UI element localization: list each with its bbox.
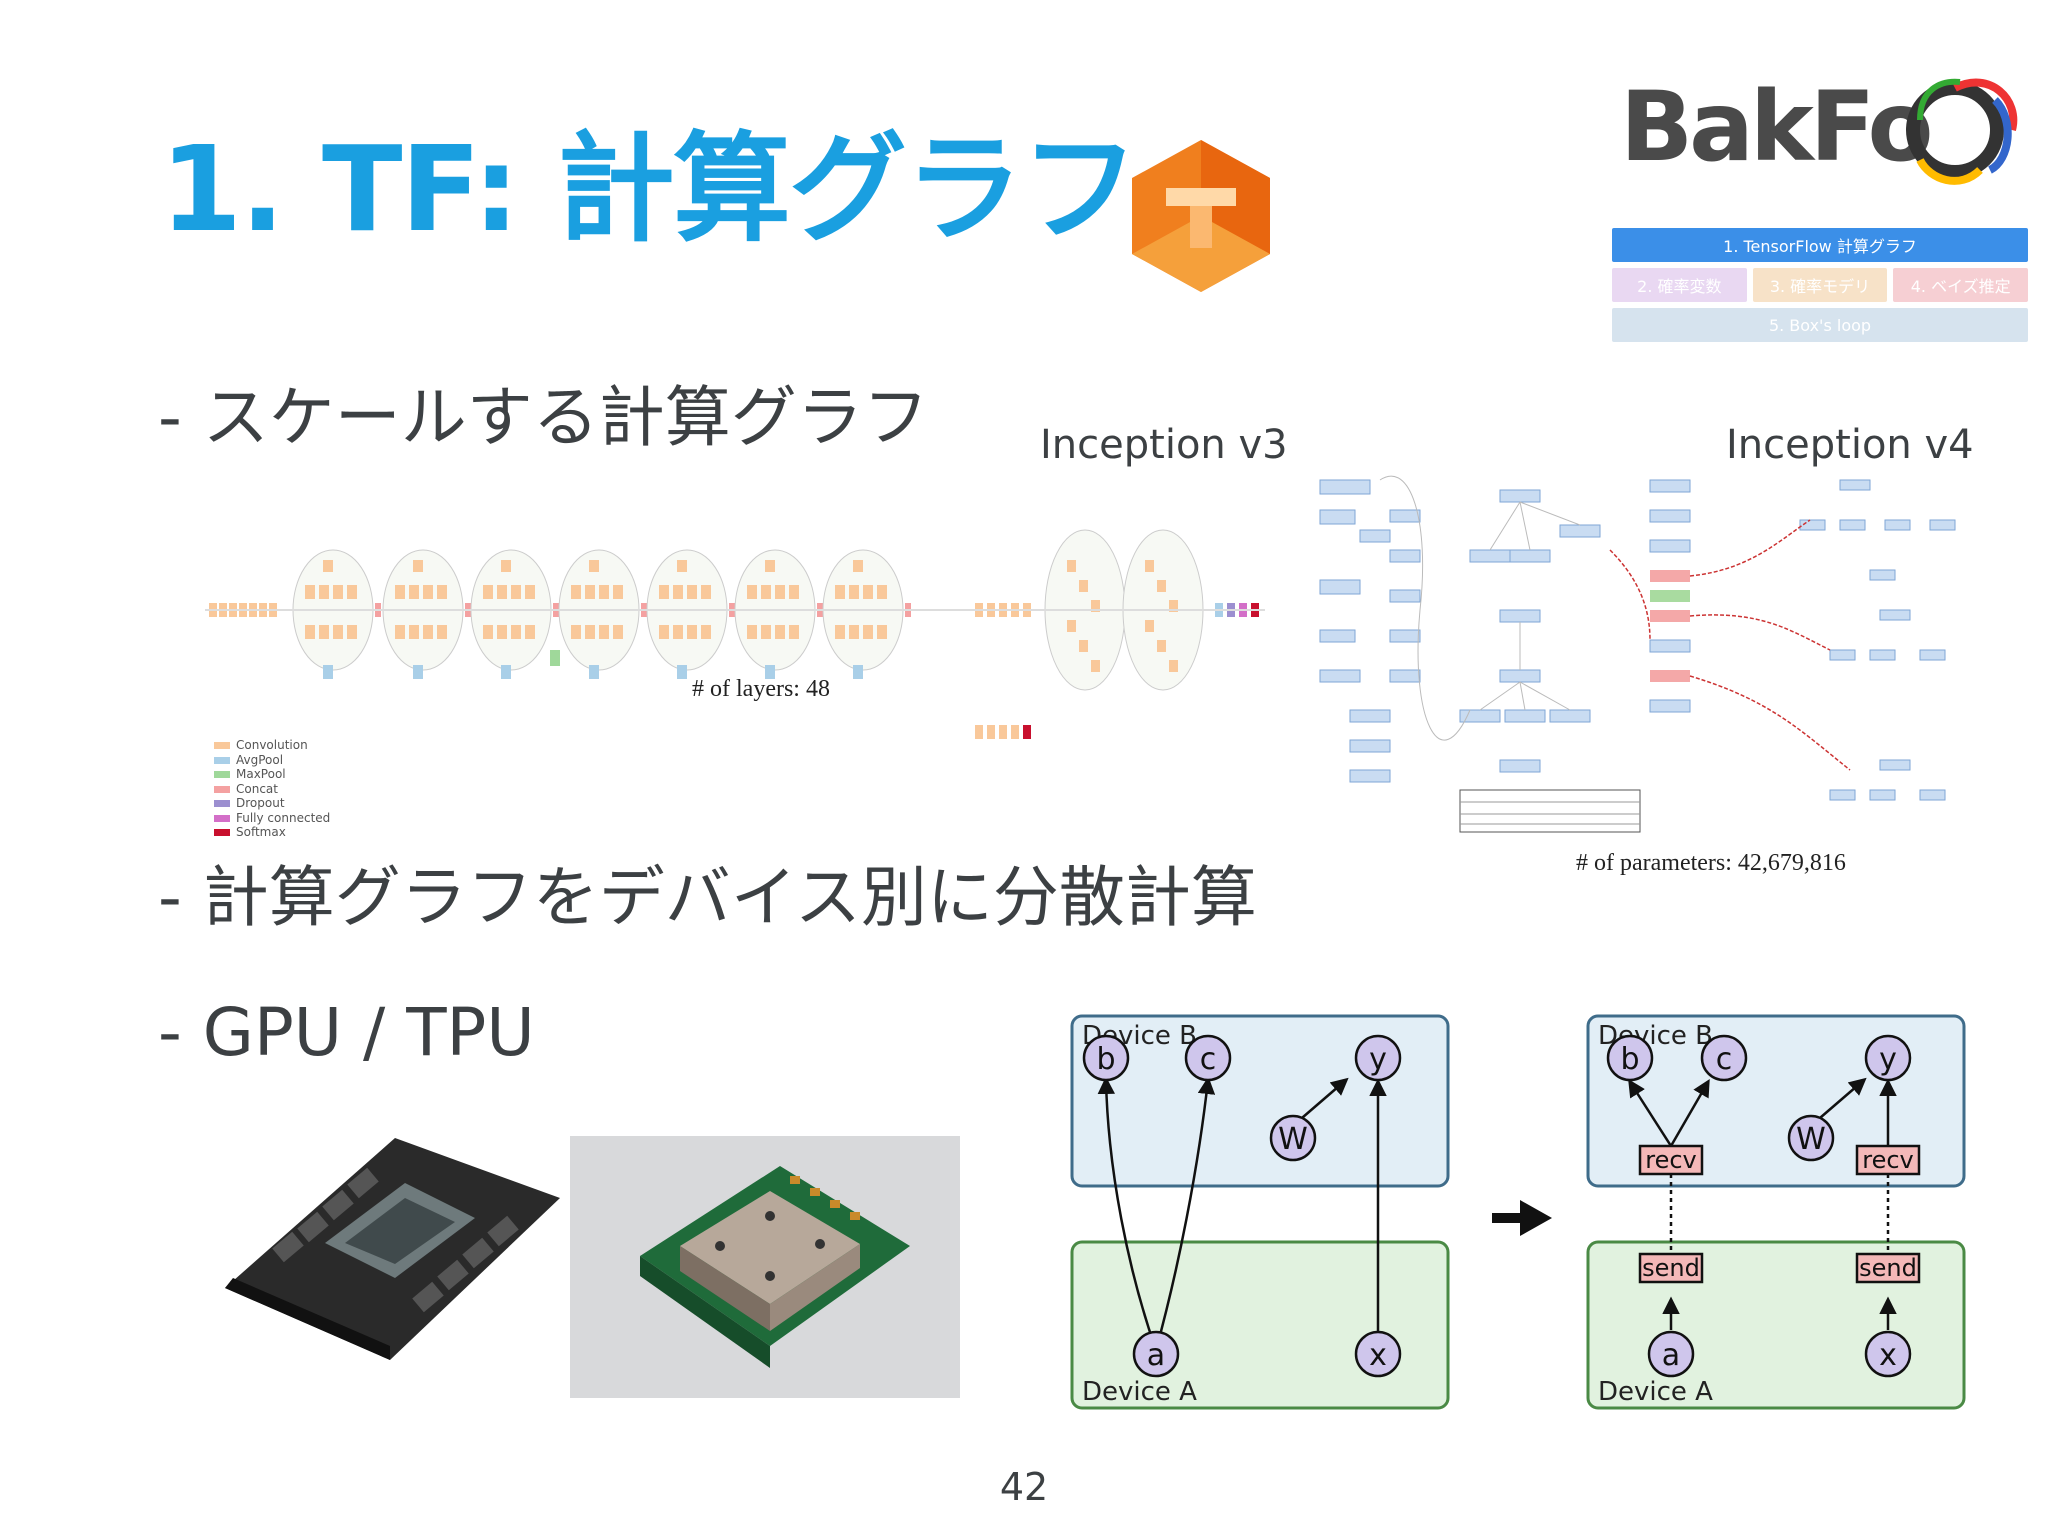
node-b: b — [1096, 1042, 1115, 1077]
node-c: c — [1716, 1042, 1733, 1077]
legend-item: MaxPool — [214, 767, 330, 782]
legend-item: AvgPool — [214, 753, 330, 768]
nav-item-tensorflow[interactable]: 1. TensorFlow 計算グラフ — [1612, 228, 2028, 262]
node-a: a — [1147, 1338, 1165, 1373]
legend-item: Concat — [214, 782, 330, 797]
bakfoo-logo: BakFo — [1620, 71, 2018, 185]
arrow-right-icon — [1492, 1200, 1552, 1236]
node-b: b — [1620, 1042, 1639, 1077]
inception-v4-diagram — [1319, 475, 1956, 833]
device-b-box — [1070, 1014, 1450, 1188]
nav-item-probability-model[interactable]: 3. 確率モデリ — [1752, 268, 1888, 302]
recv-op: recv — [1862, 1146, 1914, 1174]
bullet-distributed: - 計算グラフをデバイス別に分散計算 — [158, 859, 1257, 936]
section-nav: 1. TensorFlow 計算グラフ 2. 確率変数 3. 確率モデリ 4. … — [1612, 228, 2029, 348]
nav-item-bayes[interactable]: 4. ベイズ推定 — [1893, 268, 2029, 302]
tensorflow-logo-icon — [1132, 140, 1270, 292]
inception-v3-diagram — [205, 529, 1265, 739]
node-x: x — [1369, 1338, 1387, 1373]
send-op: send — [1642, 1254, 1700, 1282]
inception-v3-legend: Convolution AvgPool MaxPool Concat Dropo… — [214, 738, 330, 840]
node-y: y — [1879, 1042, 1897, 1077]
node-w: W — [1278, 1122, 1308, 1157]
node-a: a — [1662, 1338, 1680, 1373]
inception-v4-label: Inception v4 — [1726, 422, 1974, 468]
bullet-scaling: - スケールする計算グラフ — [158, 379, 929, 456]
device-placement-diagram: Device B Device A b c y W a x Device B D… — [1070, 1014, 1966, 1410]
legend-item: Dropout — [214, 796, 330, 811]
gpu-image — [225, 1138, 560, 1360]
node-x: x — [1879, 1338, 1897, 1373]
tpu-image — [570, 1136, 960, 1398]
legend-item: Softmax — [214, 825, 330, 840]
inception-v3-layers-note: # of layers: 48 — [692, 676, 830, 702]
slide-title: 1. TF: 計算グラフ — [160, 120, 1139, 258]
bullet-hardware: - GPU / TPU — [158, 994, 535, 1071]
device-a-label: Device A — [1082, 1377, 1197, 1407]
device-a-label: Device A — [1598, 1377, 1713, 1407]
node-w: W — [1796, 1122, 1826, 1157]
send-op: send — [1859, 1254, 1917, 1282]
inception-v3-label: Inception v3 — [1040, 422, 1288, 468]
inception-v4-params-note: # of parameters: 42,679,816 — [1576, 850, 1846, 876]
node-y: y — [1369, 1042, 1387, 1077]
svg-text:BakFo: BakFo — [1620, 71, 1929, 183]
legend-item: Fully connected — [214, 811, 330, 826]
page-number: 42 — [999, 1465, 1049, 1509]
node-c: c — [1200, 1042, 1217, 1077]
recv-op: recv — [1645, 1146, 1697, 1174]
nav-item-random-variable[interactable]: 2. 確率変数 — [1612, 268, 1747, 302]
legend-item: Convolution — [214, 738, 330, 753]
nav-item-box-loop[interactable]: 5. Box's loop — [1612, 308, 2028, 342]
